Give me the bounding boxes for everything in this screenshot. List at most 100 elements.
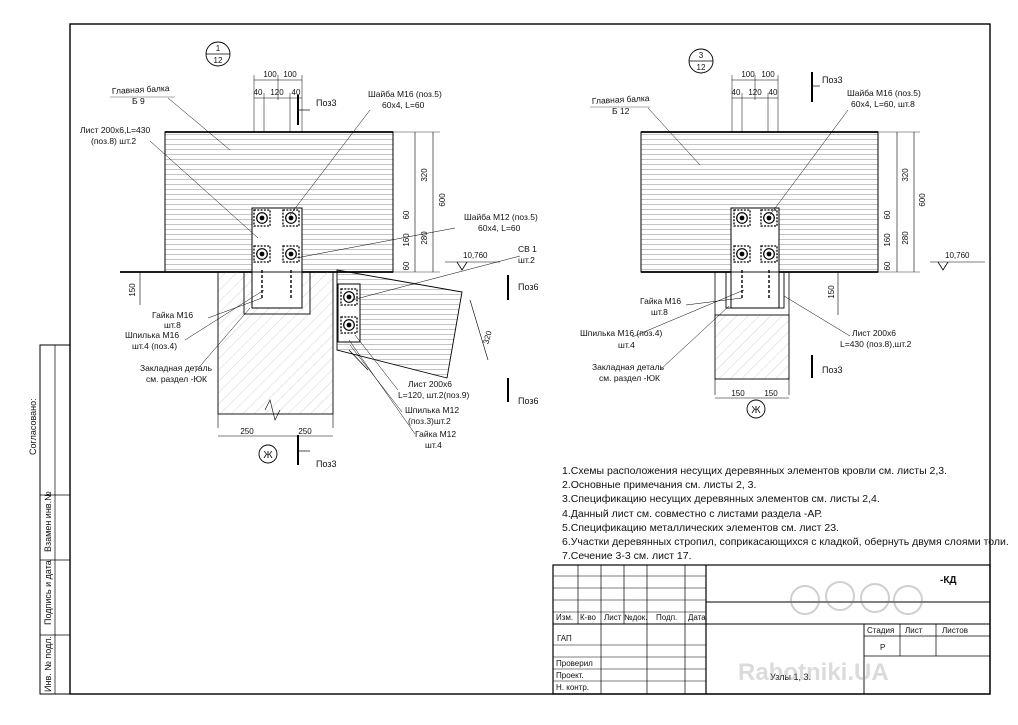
node-1-sv-a: СВ 1 — [518, 244, 537, 254]
node-3-masonry — [714, 314, 790, 380]
tb-drawing-title: Узлы 1, 3. — [770, 672, 811, 682]
node-1-axis-marker — [258, 444, 278, 464]
tb-col-izm: Изм. — [556, 613, 573, 622]
watermark-text: Rabotniki.UA — [738, 659, 889, 686]
node-3-nut16-a: Гайка М16 — [640, 296, 681, 306]
tb-project: Проект. — [556, 671, 584, 680]
node-3-dim-bottom-1: 150 — [731, 389, 745, 398]
node-3-pos3-bottom: Поз3 — [822, 365, 843, 375]
node-3-dim-right-320: 320 — [901, 168, 910, 182]
node-1-dim-bottom-1: 250 — [240, 427, 254, 436]
node-1-embed-b: см. раздел -ЮК — [146, 374, 207, 384]
node-3-axis: Ж — [751, 405, 761, 416]
node-3: 3 12 100 100 40 120 40 Поз3 — [580, 48, 985, 419]
node-3-washer16-b: 60х4, L=60, шт.8 — [851, 99, 915, 109]
tb-checked: Проверил — [556, 659, 593, 668]
node-1-dim-left: 150 — [128, 283, 137, 297]
node-1-washer16-a: Шайба М16 (поз.5) — [368, 89, 442, 99]
node-1: 1 12 100 100 40 120 — [80, 41, 539, 469]
node-1-dim-rafter: 320 — [482, 329, 494, 345]
node-1-dim-mid-3: 40 — [292, 88, 301, 97]
title-block: Изм. К-во Лист №док. Подп. Дата ГАП Пров… — [552, 564, 991, 695]
node-1-washer16-b: 60х4, L=60 — [382, 100, 425, 110]
node-3-washer16-a: Шайба М16 (поз.5) — [847, 88, 921, 98]
tb-norm: Н. контр. — [556, 683, 589, 692]
node-1-stud12-a: Шпилька М12 — [405, 405, 459, 415]
node-3-embed-a: Закладная деталь — [592, 362, 665, 372]
node-1-dim-right-160: 160 — [402, 233, 411, 247]
node-1-elevation: 10,760 — [463, 251, 488, 260]
node-1-dim-right-280: 280 — [420, 231, 429, 245]
node-1-nut12-b: шт.4 — [425, 440, 442, 450]
node-1-nut16-a: Гайка М16 — [152, 310, 193, 320]
node-3-dim-mid-3: 40 — [769, 88, 778, 97]
node-1-nut16-b: шт.8 — [164, 320, 181, 330]
stamp-agreed: Согласовано: — [28, 398, 38, 455]
watermark: Rabotniki.UA — [738, 581, 923, 686]
node-3-embed-b: см. раздел -ЮК — [599, 373, 660, 383]
node-3-dim-right-280: 280 — [901, 231, 910, 245]
node-3-dim-mid-1: 40 — [732, 88, 741, 97]
node-1-pos3-top: Поз3 — [316, 98, 337, 108]
node-3-dim-right-600: 600 — [918, 193, 927, 207]
node-3-dim-top-2: 100 — [761, 70, 775, 79]
node-1-sv-b: шт.2 — [518, 255, 535, 265]
note-item: 7.Сечение 3-3 см. лист 17. — [562, 550, 692, 563]
node-1-dim-right-60b: 60 — [402, 261, 411, 270]
node-3-beam-code: Б 12 — [612, 106, 630, 116]
node-1-rafter — [336, 269, 463, 379]
node-1-washer12-b: 60х4, L=60 — [478, 223, 521, 233]
node-1-pos3-bottom: Поз3 — [316, 459, 337, 469]
note-item: 5.Спецификацию металлических элементов с… — [562, 521, 839, 534]
node-3-marker-top: 3 — [699, 51, 704, 60]
node-3-pos3-top: Поз3 — [822, 75, 843, 85]
node-1-sheet-label-b: (поз.8) шт.2 — [91, 136, 136, 146]
node-3-axis-marker — [746, 399, 766, 419]
node-1-dim-top-2: 100 — [283, 70, 297, 79]
node-1-pos6-top: Поз6 — [518, 282, 539, 292]
node-3-nut16-b: шт.8 — [651, 307, 668, 317]
node-3-sheet-a: Лист 200х6 — [852, 328, 896, 338]
node-1-marker-top: 1 — [216, 44, 221, 53]
node-1-beam-title: Главная балка — [112, 83, 170, 96]
node-3-marker-bottom: 12 — [697, 63, 706, 72]
note-item: 4.Данный лист см. совместно с листами ра… — [562, 507, 823, 520]
tb-gap: ГАП — [557, 634, 572, 643]
tb-sheets-header: Листов — [942, 626, 968, 635]
node-1-dim-right-600: 600 — [438, 193, 447, 207]
note-item: 2.Основные примечания см. листы 2, 3. — [562, 479, 757, 492]
outer-frame — [69, 23, 991, 695]
node-1-marker-bottom: 12 — [214, 56, 223, 65]
node-1-stud16-b: шт.4 (поз.4) — [132, 341, 177, 351]
node-1-dim-right-320: 320 — [420, 168, 429, 182]
node-3-dim-bottom-2: 150 — [764, 389, 778, 398]
node-1-embed-a: Закладная деталь — [140, 363, 213, 373]
tb-code: -КД — [940, 575, 957, 586]
note-item: 3.Спецификацию несущих деревянных элемен… — [562, 493, 880, 506]
stamp-sign-date: Подпись и дата — [43, 560, 53, 625]
node-1-beam-code: Б 9 — [132, 96, 145, 106]
stamp-inv-no: Инв. № подл. — [43, 635, 53, 692]
tb-col-data: Дата — [688, 613, 706, 622]
stamp-replace-inv: Взамен инв.№ — [43, 491, 53, 552]
node-3-sheet-b: L=430 (поз.8),шт.2 — [840, 339, 912, 349]
node-3-dim-right-160: 160 — [883, 233, 892, 247]
node-1-pos6-bottom: Поз6 — [518, 396, 539, 406]
tb-sheet-header: Лист — [905, 626, 923, 635]
tb-col-ndoc: №док. — [624, 613, 647, 622]
note-item: 6.Участки деревянных стропил, соприкасаю… — [562, 536, 1009, 549]
node-1-axis: Ж — [263, 450, 273, 461]
node-1-nut12-a: Гайка М12 — [415, 429, 456, 439]
tb-stage-header: Стадия — [867, 626, 894, 635]
node-3-dim-mid-2: 120 — [748, 88, 762, 97]
tb-stage-value: Р — [880, 643, 885, 652]
tb-col-list: Лист — [604, 613, 622, 622]
node-3-dim-left: 150 — [827, 285, 836, 299]
node-1-stud12-b: (поз.3)шт.2 — [408, 416, 451, 426]
node-3-stud16-b: шт.4 — [618, 340, 635, 350]
node-1-sheet-label-a: Лист 200х6,L=430 — [80, 125, 150, 135]
node-3-elevation: 10,760 — [945, 251, 970, 260]
node-3-beam-title: Главная балка — [592, 93, 650, 106]
